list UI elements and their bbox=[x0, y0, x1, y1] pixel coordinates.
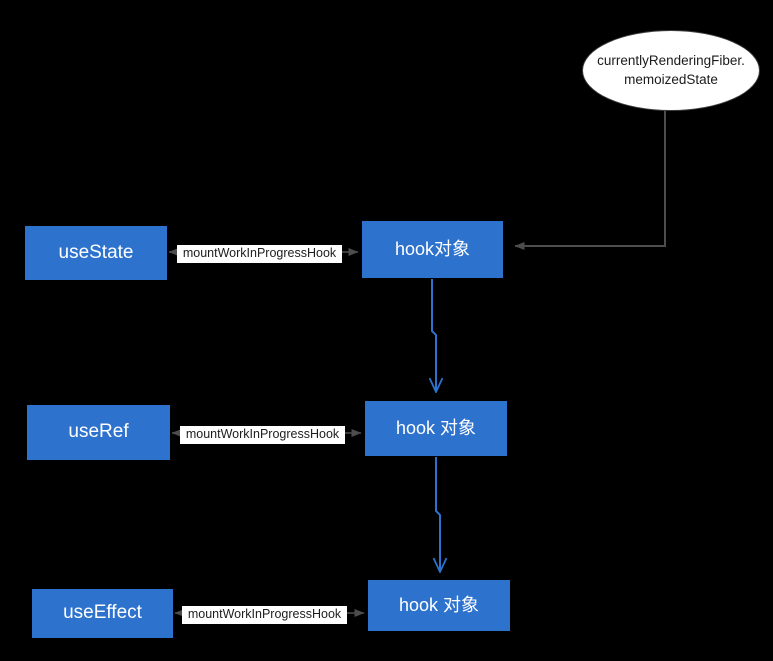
edge-fiber-to-hook-object-1 bbox=[514, 110, 666, 250]
node-hook-object-2[interactable]: hook 对象 bbox=[365, 401, 507, 456]
node-currently-rendering-fiber[interactable]: currentlyRenderingFiber. memoizedState bbox=[582, 30, 760, 111]
node-hook-object-3[interactable]: hook 对象 bbox=[368, 580, 510, 631]
edge-label-useref-hook: mountWorkInProgressHook bbox=[180, 426, 345, 444]
edge-hook-object-2-to-3 bbox=[436, 457, 440, 572]
edge-label-useeffect-hook: mountWorkInProgressHook bbox=[182, 606, 347, 624]
edge-label-usestate-hook: mountWorkInProgressHook bbox=[177, 245, 342, 263]
ellipse-text-block: currentlyRenderingFiber. memoizedState bbox=[581, 52, 761, 88]
ellipse-line-2: memoizedState bbox=[624, 71, 718, 87]
edge-hook-object-1-to-2 bbox=[432, 279, 436, 392]
ellipse-line-1: currentlyRenderingFiber. bbox=[597, 53, 745, 69]
node-useref[interactable]: useRef bbox=[27, 405, 170, 460]
node-useeffect[interactable]: useEffect bbox=[32, 589, 173, 638]
node-usestate[interactable]: useState bbox=[25, 226, 167, 280]
node-hook-object-1[interactable]: hook对象 bbox=[362, 221, 503, 278]
